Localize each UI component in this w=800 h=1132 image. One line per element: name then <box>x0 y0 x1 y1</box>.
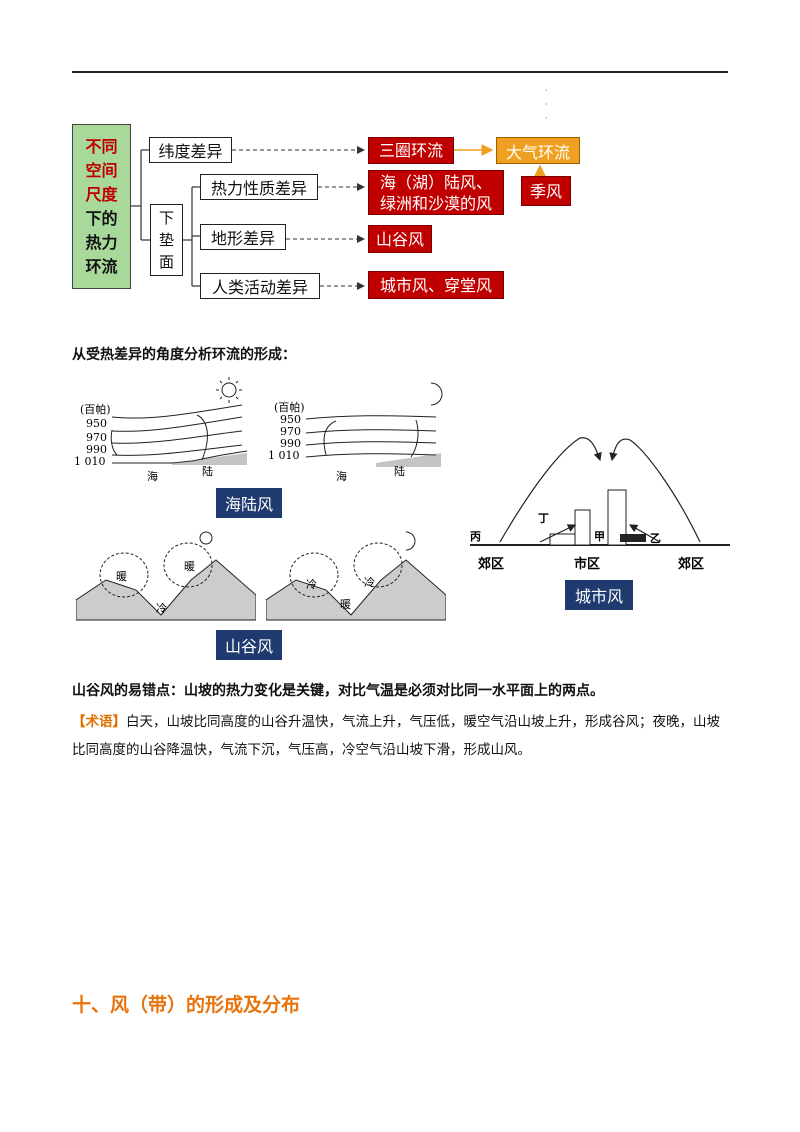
point-bing: 丙 <box>470 530 481 543</box>
pressure-level: 990 <box>280 437 301 450</box>
monsoon-box: 季风 <box>521 176 571 206</box>
city-area-label: 市区 <box>574 556 600 572</box>
pressure-level: 950 <box>86 417 107 430</box>
pressure-level: 1 010 <box>74 455 106 468</box>
land-label: 陆 <box>394 464 405 478</box>
sea-label: 海 <box>336 469 347 483</box>
pressure-unit-label: (百帕) <box>274 400 305 414</box>
sea-land-breeze-box: 海（湖）陆风、 绿洲和沙漠的风 <box>368 170 504 215</box>
valley-breeze-box: 山谷风 <box>368 225 432 253</box>
root-line: 下的 <box>85 208 118 228</box>
cold-label: 冷 <box>306 578 317 591</box>
sea-land-night-figure: (百帕) 950 970 990 1 010 海 陆 <box>268 382 443 483</box>
warm-label: 暖 <box>340 598 351 611</box>
cold-label: 冷 <box>364 576 375 589</box>
valley-breeze-label: 山谷风 <box>216 630 282 660</box>
root-line: 尺度 <box>85 184 118 204</box>
warm-label: 暖 <box>116 570 127 583</box>
root-line: 不同 <box>85 136 118 156</box>
root-line: 热力 <box>85 232 118 252</box>
terminology-text: 白天，山坡比同高度的山谷升温快，气流上升，气压低，暖空气沿山坡上升，形成谷风；夜… <box>72 714 720 758</box>
human-activity-box: 人类活动差异 <box>200 273 320 299</box>
latitude-difference-box: 纬度差异 <box>149 137 232 163</box>
underlying-char: 垫 <box>158 231 174 249</box>
valley-day-figure: 暖 暖 冷 <box>76 531 256 621</box>
atmospheric-circulation-box: 大气环流 <box>496 137 580 164</box>
land-label: 陆 <box>202 464 213 478</box>
diagram-connectors <box>131 144 546 290</box>
pressure-level: 1 010 <box>268 449 300 462</box>
root-concept-box: 不同 空间 尺度 下的 热力 环流 <box>72 124 131 289</box>
terminology-tag: 【术语】 <box>72 714 126 730</box>
sea-land-line: 绿洲和沙漠的风 <box>379 193 492 213</box>
point-ding: 丁 <box>538 512 549 525</box>
warm-label: 暖 <box>184 560 195 573</box>
point-yi: 乙 <box>650 532 661 545</box>
sea-land-breeze-label: 海陆风 <box>216 488 282 518</box>
section-title: 十、风（带）的形成及分布 <box>72 994 301 1016</box>
pressure-level: 990 <box>86 443 107 456</box>
sea-label: 海 <box>147 469 158 483</box>
terrain-difference-box: 地形差异 <box>200 224 286 250</box>
section-heading: 从受热差异的角度分析环流的形成： <box>72 347 296 363</box>
suburb-right-label: 郊区 <box>678 556 704 572</box>
decorative-dots: ··· <box>545 86 548 123</box>
valley-night-figure: 冷 冷 暖 <box>266 531 446 621</box>
root-line: 环流 <box>85 256 118 276</box>
suburb-left-label: 郊区 <box>478 556 504 572</box>
point-jia: 甲 <box>594 530 605 543</box>
urban-breeze-box: 城市风、穿堂风 <box>368 271 504 299</box>
pressure-level: 970 <box>280 425 301 438</box>
three-cell-circulation-box: 三圈环流 <box>368 137 454 164</box>
underlying-char: 面 <box>158 253 174 271</box>
pressure-level: 950 <box>280 413 301 426</box>
urban-breeze-label: 城市风 <box>565 580 633 610</box>
urban-breeze-figure: 丙 丁 甲 乙 郊区 市区 郊区 <box>470 437 730 572</box>
pressure-level: 970 <box>86 431 107 444</box>
underlying-surface-box: 下 垫 面 <box>150 204 183 276</box>
underlying-char: 下 <box>158 209 174 227</box>
terminology-paragraph: 【术语】白天，山坡比同高度的山谷升温快，气流上升，气压低，暖空气沿山坡上升，形成… <box>72 708 732 764</box>
cold-label: 冷 <box>156 602 167 615</box>
sea-land-line: 海（湖）陆风、 <box>379 172 492 192</box>
header-rule <box>72 71 728 73</box>
root-line: 空间 <box>85 160 118 180</box>
pressure-unit-label: (百帕) <box>80 402 111 416</box>
common-mistake-note: 山谷风的易错点：山坡的热力变化是关键，对比气温是必须对比同一水平面上的两点。 <box>72 683 604 699</box>
sea-land-day-figure: (百帕) 950 970 990 1 010 海 陆 <box>74 377 248 483</box>
thermal-property-box: 热力性质差异 <box>200 174 318 200</box>
